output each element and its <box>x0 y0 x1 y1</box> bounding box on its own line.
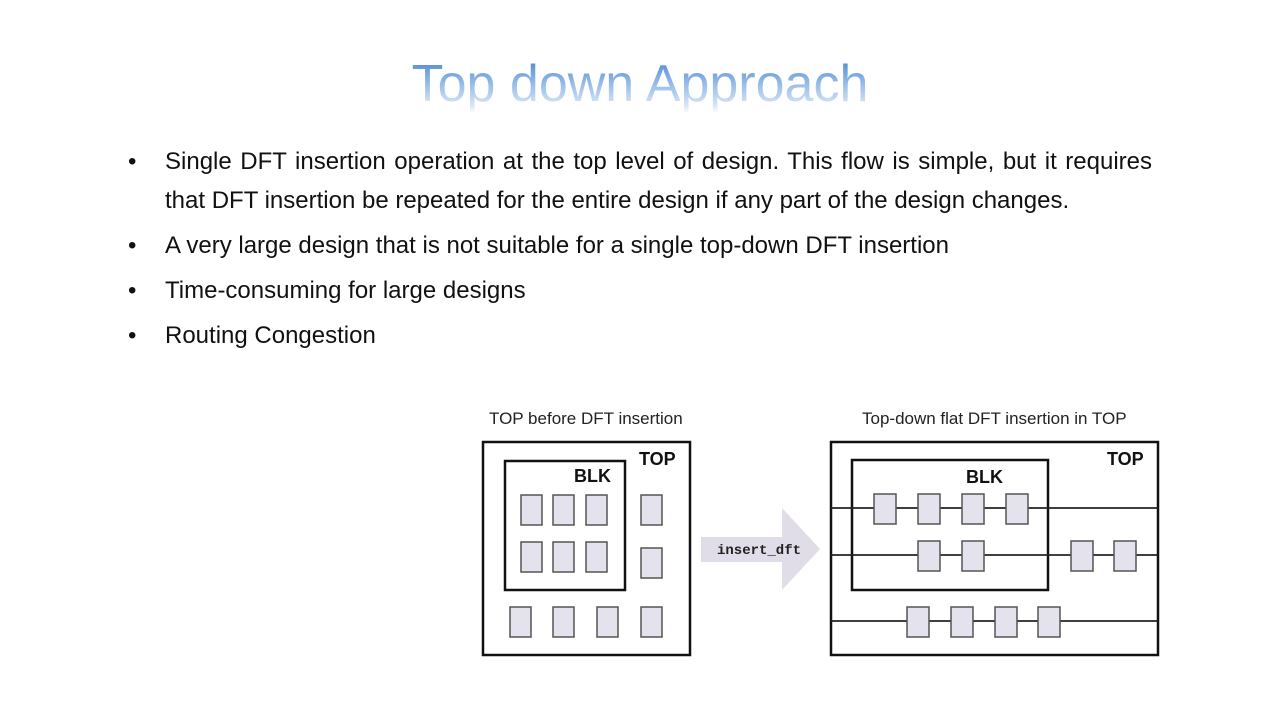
right-cells <box>873 493 1137 638</box>
slide-title: Top down Approach <box>0 54 1280 114</box>
left-top-box <box>481 440 692 657</box>
right-top-label: TOP <box>1107 449 1144 469</box>
left-blk-label: BLK <box>574 466 611 486</box>
right-top-box <box>829 440 1160 657</box>
bullet-icon: • <box>128 232 137 259</box>
bullet-item: •A very large design that is not suitabl… <box>128 226 1152 265</box>
right-blk-box <box>850 458 1050 592</box>
scan-chains <box>831 507 1158 622</box>
bullet-item: •Single DFT insertion operation at the t… <box>128 142 1152 220</box>
arrow-label: insert_dft <box>717 543 801 559</box>
left-cells <box>509 494 663 638</box>
bullet-item: •Routing Congestion <box>128 316 1152 355</box>
left-top-label: TOP <box>639 449 676 469</box>
bullet-icon: • <box>128 322 137 349</box>
bullet-icon: • <box>128 148 137 175</box>
bullet-item: •Time-consuming for large designs <box>128 271 1152 310</box>
right-caption: Top-down flat DFT insertion in TOP <box>862 409 1127 428</box>
arrow-icon <box>701 508 820 590</box>
bullet-list: •Single DFT insertion operation at the t… <box>128 142 1152 361</box>
bullet-icon: • <box>128 277 137 304</box>
left-blk-box <box>503 459 627 592</box>
right-blk-label: BLK <box>966 467 1003 487</box>
left-caption: TOP before DFT insertion <box>489 409 683 428</box>
